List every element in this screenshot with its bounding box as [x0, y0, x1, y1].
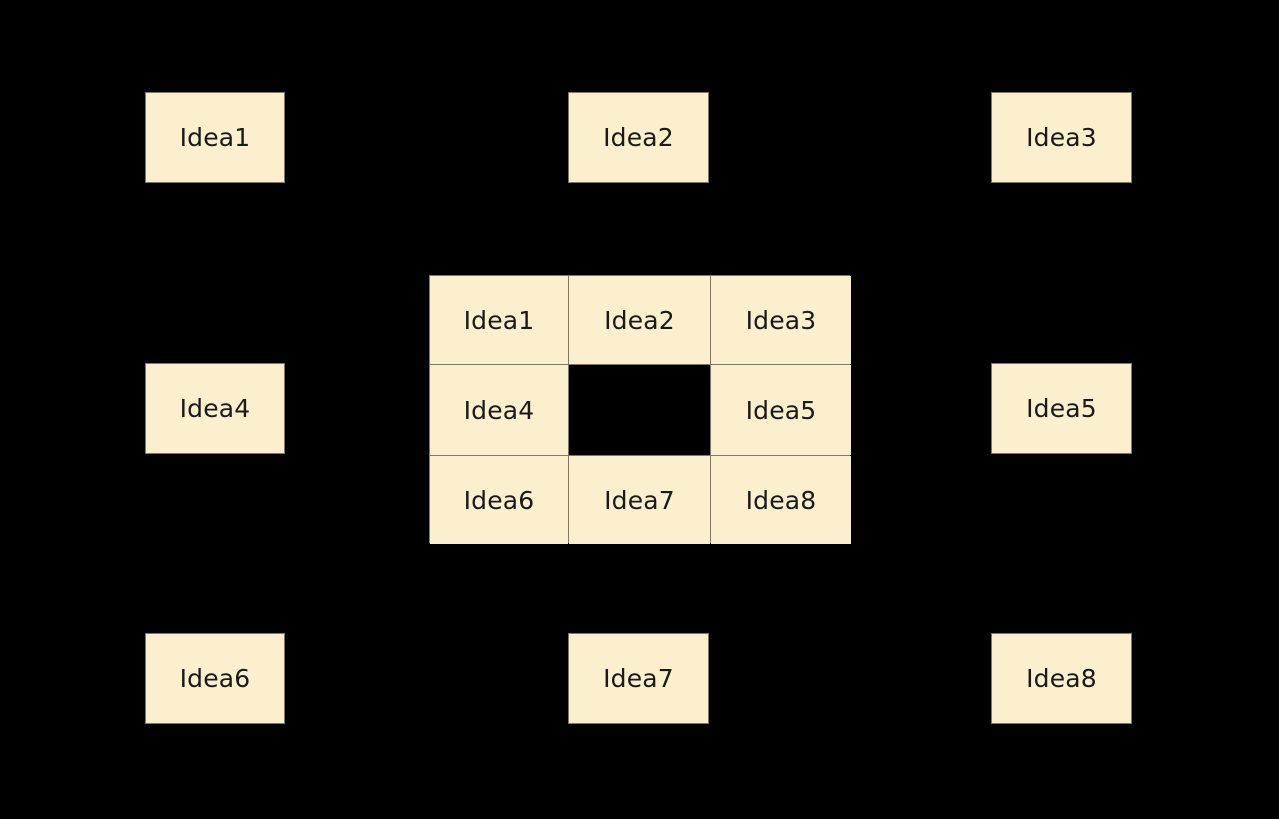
idea-matrix: Idea1 Idea2 Idea3 Idea4 Idea5 Idea6 Idea… — [429, 275, 851, 544]
idea-matrix-cell-label: Idea3 — [745, 305, 817, 335]
idea-matrix-cell[interactable]: Idea6 — [430, 456, 568, 544]
idea-matrix-cell-label: Idea4 — [463, 395, 535, 425]
idea-matrix-cell-label: Idea8 — [745, 485, 817, 515]
idea-card[interactable]: Idea8 — [991, 633, 1132, 724]
idea-matrix-cell[interactable]: Idea7 — [569, 456, 710, 544]
idea-matrix-cell-label: Idea6 — [463, 485, 535, 515]
idea-card[interactable]: Idea1 — [145, 92, 285, 183]
idea-card[interactable]: Idea4 — [145, 363, 285, 454]
idea-matrix-cell[interactable]: Idea1 — [430, 276, 568, 364]
idea-matrix-cell-empty[interactable] — [569, 365, 710, 455]
idea-card[interactable]: Idea2 — [568, 92, 709, 183]
idea-matrix-cell[interactable]: Idea4 — [430, 365, 568, 455]
idea-card-label: Idea2 — [603, 123, 674, 152]
idea-matrix-cell[interactable]: Idea2 — [569, 276, 710, 364]
idea-matrix-cell-label: Idea2 — [604, 305, 675, 335]
idea-matrix-cell-label: Idea5 — [745, 395, 817, 425]
idea-card-label: Idea1 — [179, 123, 251, 152]
idea-card[interactable]: Idea6 — [145, 633, 285, 724]
idea-matrix-cell[interactable]: Idea3 — [711, 276, 851, 364]
idea-card[interactable]: Idea5 — [991, 363, 1132, 454]
idea-card-label: Idea8 — [1026, 664, 1097, 693]
idea-card-label: Idea7 — [603, 664, 674, 693]
idea-card-label: Idea3 — [1026, 123, 1097, 152]
idea-matrix-cell-label: Idea7 — [604, 485, 675, 515]
idea-matrix-cell[interactable]: Idea8 — [711, 456, 851, 544]
idea-matrix-cell[interactable]: Idea5 — [711, 365, 851, 455]
idea-card[interactable]: Idea3 — [991, 92, 1132, 183]
idea-matrix-cell-label: Idea1 — [463, 305, 535, 335]
idea-card-label: Idea5 — [1026, 394, 1097, 423]
idea-card-label: Idea4 — [179, 394, 251, 423]
idea-card[interactable]: Idea7 — [568, 633, 709, 724]
idea-card-label: Idea6 — [179, 664, 251, 693]
